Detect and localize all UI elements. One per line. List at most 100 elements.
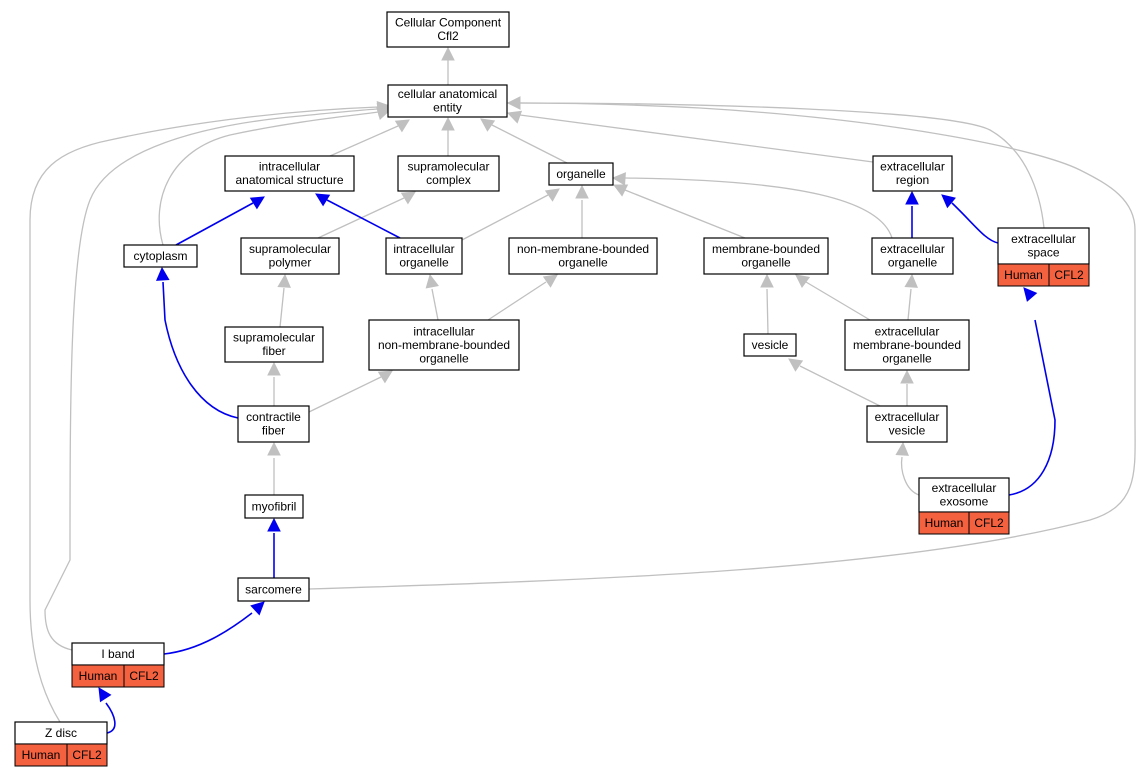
node-org-box — [548, 162, 614, 186]
edge-ico-to-organelle — [461, 188, 560, 241]
edge-zdisc-to-iband-arrowhead — [98, 687, 112, 703]
edge-polymer-to-smc — [317, 191, 416, 239]
edge-inmbo-to-nmbo-line — [487, 281, 547, 321]
edge-exmbo-to-mbo — [795, 274, 871, 321]
edge-inmbo-to-nmbo — [487, 274, 558, 321]
edge-cf-to-cytoplasm — [155, 266, 239, 419]
edge-exmbo-to-exo-arrowhead — [904, 273, 919, 288]
edge-ico-to-organelle-arrowhead — [544, 188, 560, 202]
node-exmbo-label-2: organelle — [882, 351, 932, 365]
node-mbo-label-0: membrane-bounded — [712, 242, 820, 256]
edge-inmbo-to-ico-arrowhead — [425, 273, 439, 289]
edge-zdisc-to-entity-line — [29, 106, 379, 723]
edge-inmbo-to-nmbo-arrowhead — [542, 274, 558, 288]
edge-zdisc-to-iband-line — [105, 702, 116, 734]
node-exs-gene-cell — [1048, 263, 1090, 287]
node-exso-label-1: exosome — [940, 495, 989, 509]
edge-cytoplasm-to-entity-line — [158, 111, 379, 246]
node-smp-box — [240, 237, 340, 275]
node-cyt-box — [123, 244, 198, 268]
node-cyt-label-0: cytoplasm — [133, 249, 187, 263]
edge-vesicle-to-mbo-line — [766, 288, 769, 335]
edge-mbo-to-organelle — [612, 184, 746, 239]
edge-sarcomere-to-entity — [308, 96, 1136, 590]
node-exs-gene-label: CFL2 — [1054, 268, 1084, 282]
node-myo[interactable]: myofibril — [244, 494, 304, 519]
node-cf-label-0: contractile — [246, 410, 301, 424]
node-exmbo-label-0: extracellular — [875, 324, 940, 338]
node-exso-box — [918, 477, 1010, 513]
edge-vesicle-to-mbo-arrowhead — [760, 273, 774, 288]
node-zdisc-gene-cell — [66, 743, 108, 767]
node-sar[interactable]: sarcomere — [237, 577, 310, 602]
edge-exs-to-entity-line — [519, 102, 1045, 229]
node-mbo-box — [703, 237, 829, 275]
edge-cf-to-inmbo-line — [308, 376, 382, 413]
node-ves-box — [743, 333, 797, 357]
edge-entity-to-root — [441, 46, 455, 85]
node-iband-gene-cell — [123, 664, 165, 688]
node-inmbo-label-2: organelle — [419, 351, 469, 365]
edge-cf-to-inmbo — [308, 370, 393, 413]
edge-vesicle-to-mbo — [760, 273, 774, 335]
edge-organelle-to-entity — [480, 118, 568, 164]
node-exmbo-box — [844, 319, 970, 371]
node-nmbo-box — [508, 237, 658, 275]
node-nmbo-label-1: organelle — [558, 256, 608, 270]
edge-fiber-to-polymer — [277, 273, 291, 328]
edge-iband-to-sarcomere-line — [163, 612, 253, 655]
edge-inmbo-to-ico-line — [431, 288, 439, 321]
edge-exso-to-exv — [895, 441, 920, 496]
edge-ico-to-ias-arrowhead — [315, 193, 331, 207]
edge-ias-to-entity — [329, 119, 410, 157]
node-exso-gene-label: CFL2 — [974, 516, 1004, 530]
node-ves-label-0: vesicle — [752, 338, 789, 352]
edge-nmbo-to-organelle — [575, 184, 589, 238]
edge-cf-to-fiber-arrowhead — [267, 361, 281, 376]
node-exv-label-1: vesicle — [889, 424, 926, 438]
node-cae-label-0: cellular anatomical — [398, 87, 497, 101]
edge-smc-to-entity-arrowhead — [441, 116, 455, 131]
edge-ico-to-ias-line — [326, 199, 401, 239]
node-root-label-0: Cellular Component — [395, 16, 502, 30]
node-inmbo-box — [368, 319, 520, 371]
edge-exo-to-organelle-line — [624, 177, 893, 239]
node-exr-box — [872, 155, 953, 192]
node-inmbo[interactable]: intracellularnon-membrane-boundedorganel… — [368, 319, 520, 371]
node-exs-label-0: extracellular — [1011, 232, 1076, 246]
edge-exmbo-to-mbo-arrowhead — [795, 274, 811, 288]
node-cyt[interactable]: cytoplasm — [123, 244, 198, 268]
node-zdisc-species-label: Human — [22, 748, 61, 762]
node-smc-box — [397, 155, 500, 192]
edge-cf-to-inmbo-arrowhead — [377, 370, 393, 384]
edge-exr-to-entity-line — [519, 114, 874, 163]
edge-exo-to-organelle-arrowhead — [611, 172, 626, 186]
edge-exs-to-exr — [941, 194, 999, 244]
node-ves[interactable]: vesicle — [743, 333, 797, 357]
node-ias-label-0: intracellular — [259, 160, 320, 174]
node-iband-gene-label: CFL2 — [129, 669, 159, 683]
node-myo-label-0: myofibril — [252, 499, 297, 513]
edge-iband-to-sarcomere — [163, 601, 265, 655]
edge-cf-to-cytoplasm-arrowhead — [155, 266, 170, 281]
node-org[interactable]: organelle — [548, 162, 614, 186]
node-smc-label-0: supramolecular — [407, 160, 489, 174]
